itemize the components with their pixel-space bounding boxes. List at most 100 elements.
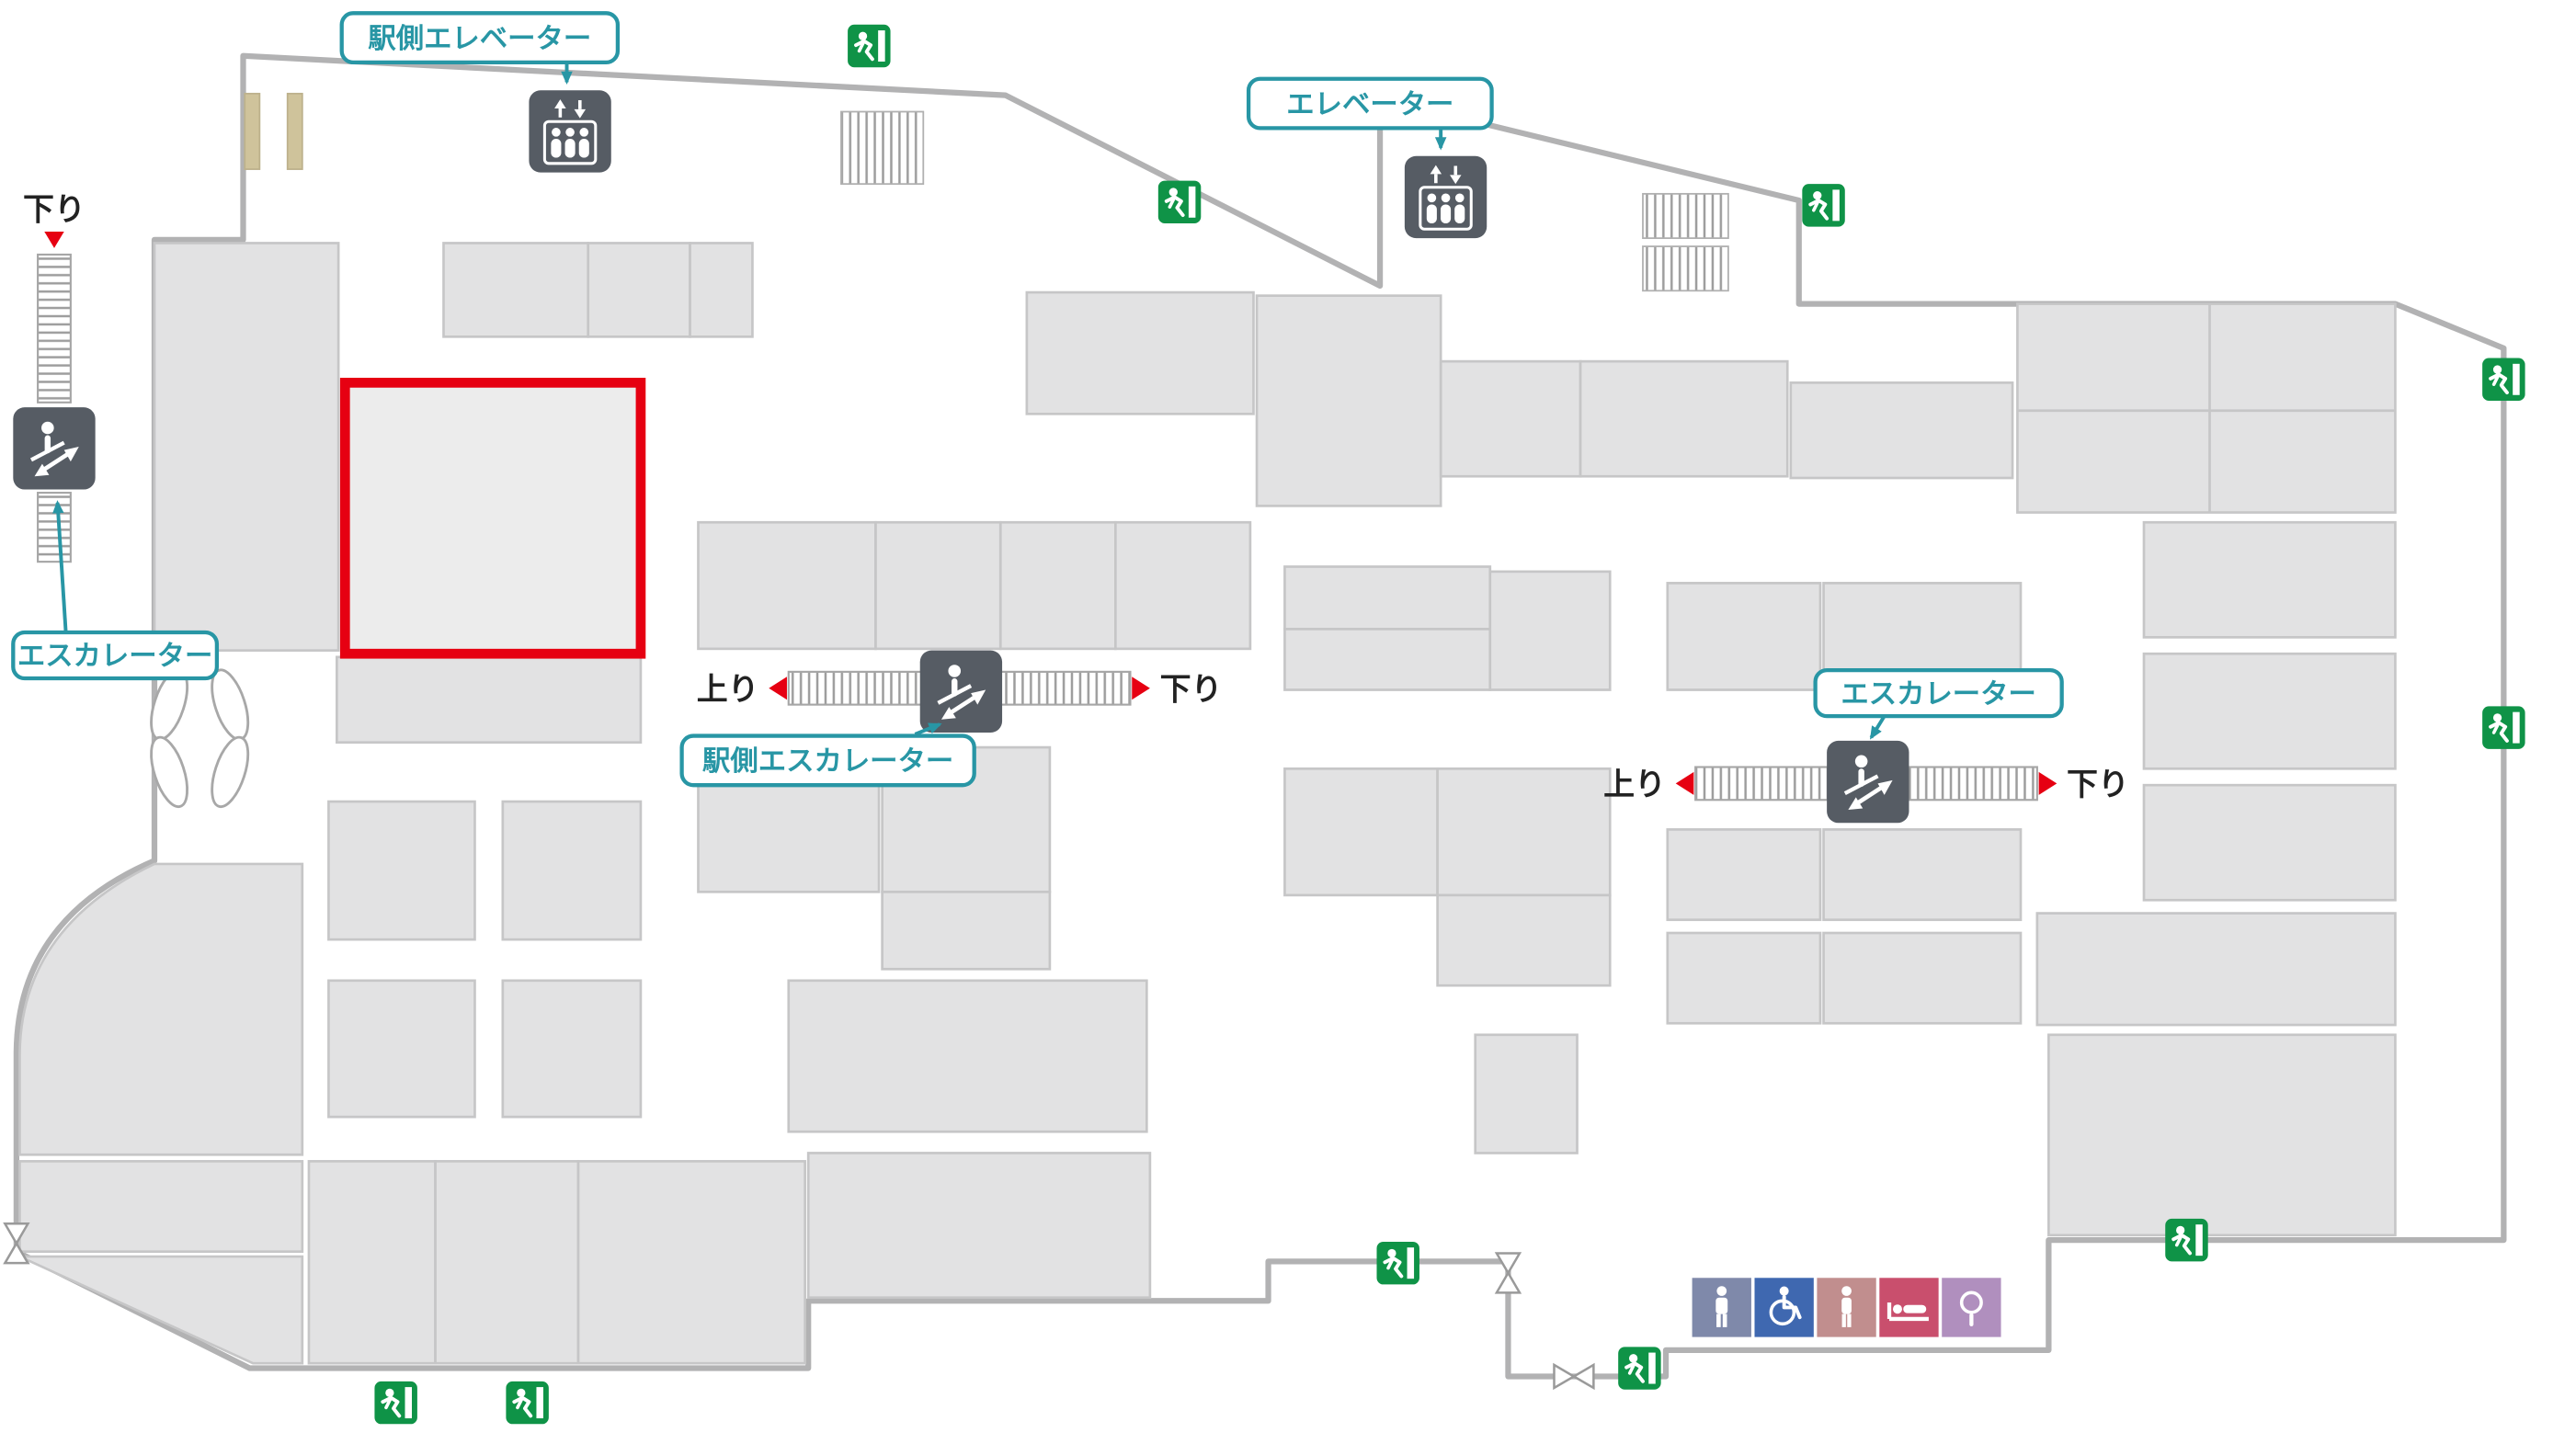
direction-arrow: [2038, 771, 2057, 795]
room: [327, 979, 476, 1119]
exit-running-man-icon: [2480, 704, 2527, 751]
restroom-glyph: [1841, 1286, 1852, 1327]
room: [2035, 912, 2397, 1027]
stairs-hatch-area: [840, 110, 925, 186]
room: [18, 1160, 304, 1254]
room: [1789, 381, 2014, 480]
room: [2047, 1033, 2397, 1237]
room: [1025, 290, 1255, 415]
room: [1488, 570, 1612, 691]
callout-label: 駅側エスカレーター: [702, 745, 953, 777]
direction-arrow: [44, 231, 64, 248]
callout-escalator-right: エスカレーター: [1813, 667, 2064, 740]
room: [1436, 767, 1612, 897]
room: [1666, 828, 1822, 922]
direction-label: 上り: [1603, 767, 1666, 802]
fire-shutter-icon: [1494, 1252, 1522, 1294]
exit-running-man-icon: [372, 1379, 419, 1427]
exit-running-man-icon: [1374, 1239, 1421, 1287]
callout-label: エスカレーター: [17, 641, 213, 672]
direction-arrow: [1132, 677, 1150, 700]
powder-room-icon: [1942, 1278, 2001, 1337]
room: [18, 862, 304, 1156]
escalator-band: [37, 492, 72, 563]
mens-restroom-glyph: [1715, 1286, 1728, 1327]
escalator-band: [37, 253, 72, 404]
room: [576, 1160, 806, 1365]
room: [2016, 302, 2397, 514]
direction-arrow: [769, 677, 787, 700]
room: [697, 520, 877, 651]
room: [307, 1160, 437, 1365]
entrance-door-mark: [286, 92, 303, 170]
room: [787, 979, 1148, 1133]
direction-label: 下り: [2067, 767, 2129, 802]
exit-running-man-icon: [2163, 1216, 2210, 1264]
room: [1822, 931, 2023, 1025]
store-blocks: [18, 242, 2397, 1365]
escalator-crossover-shape: [150, 668, 250, 809]
callout-station-escalator: 駅側エスカレーター: [679, 722, 976, 788]
room: [1579, 359, 1789, 478]
room: [1283, 565, 1492, 631]
exit-running-man-icon: [846, 22, 893, 70]
room: [806, 1152, 1152, 1300]
restroom-icons: [1692, 1278, 2001, 1337]
room: [18, 1255, 304, 1365]
room: [1436, 893, 1612, 987]
escalator-icon: [13, 407, 95, 489]
exit-running-man-icon: [1616, 1345, 1663, 1392]
room: [1255, 294, 1442, 507]
elevator-icon: [1403, 154, 1488, 240]
room: [1283, 628, 1492, 691]
room: [1474, 1033, 1579, 1154]
room: [1439, 359, 1582, 478]
exit-running-man-icon: [2480, 356, 2527, 403]
fire-shutter-icon: [3, 1222, 30, 1265]
room: [874, 520, 1002, 651]
callout-escalator-left: エスカレーター: [11, 500, 220, 681]
room: [501, 800, 643, 941]
room: [998, 520, 1117, 651]
elevator-icon: [527, 88, 613, 175]
room: [2142, 520, 2397, 639]
room: [327, 800, 476, 941]
nursing-room-glyph: [1886, 1302, 1929, 1322]
room: [442, 242, 590, 338]
escalator-icon: [1827, 741, 1909, 823]
room: [1666, 582, 1822, 691]
wheelchair-glyph: [1769, 1286, 1802, 1326]
exit-running-man-icon: [504, 1379, 551, 1427]
entrance-door-mark: [244, 92, 261, 170]
direction-label: 下り: [1160, 672, 1223, 707]
escalator-icon: [920, 651, 1002, 733]
powder-room-glyph: [1959, 1291, 1983, 1326]
room: [336, 655, 643, 745]
room: [434, 1160, 580, 1365]
callout-label: エレベーター: [1286, 88, 1453, 119]
room: [1114, 520, 1252, 651]
callout-elevator: エレベーター: [1246, 76, 1494, 151]
stairs-hatch-area: [1642, 245, 1729, 292]
room: [1283, 767, 1439, 897]
exit-running-man-icon: [1156, 178, 1203, 225]
callout-station-elevator: 駅側エレベーター: [339, 11, 621, 85]
highlighted-store: [339, 378, 646, 659]
direction-label: 下り: [23, 192, 85, 227]
direction-label: 上り: [697, 672, 759, 707]
exit-running-man-icon: [1800, 182, 1847, 229]
room: [2142, 652, 2397, 770]
room: [1666, 931, 1822, 1025]
stairs-hatch-area: [1642, 192, 1729, 240]
room: [689, 242, 754, 338]
room: [1822, 828, 2023, 922]
room: [501, 979, 643, 1119]
room: [881, 890, 1052, 971]
room: [153, 242, 340, 652]
fire-shutter-icon: [1553, 1362, 1595, 1391]
callout-label: エスカレーター: [1841, 678, 2036, 710]
callout-label: 駅側エレベーター: [368, 23, 591, 54]
room: [587, 242, 691, 338]
room: [2142, 783, 2397, 902]
